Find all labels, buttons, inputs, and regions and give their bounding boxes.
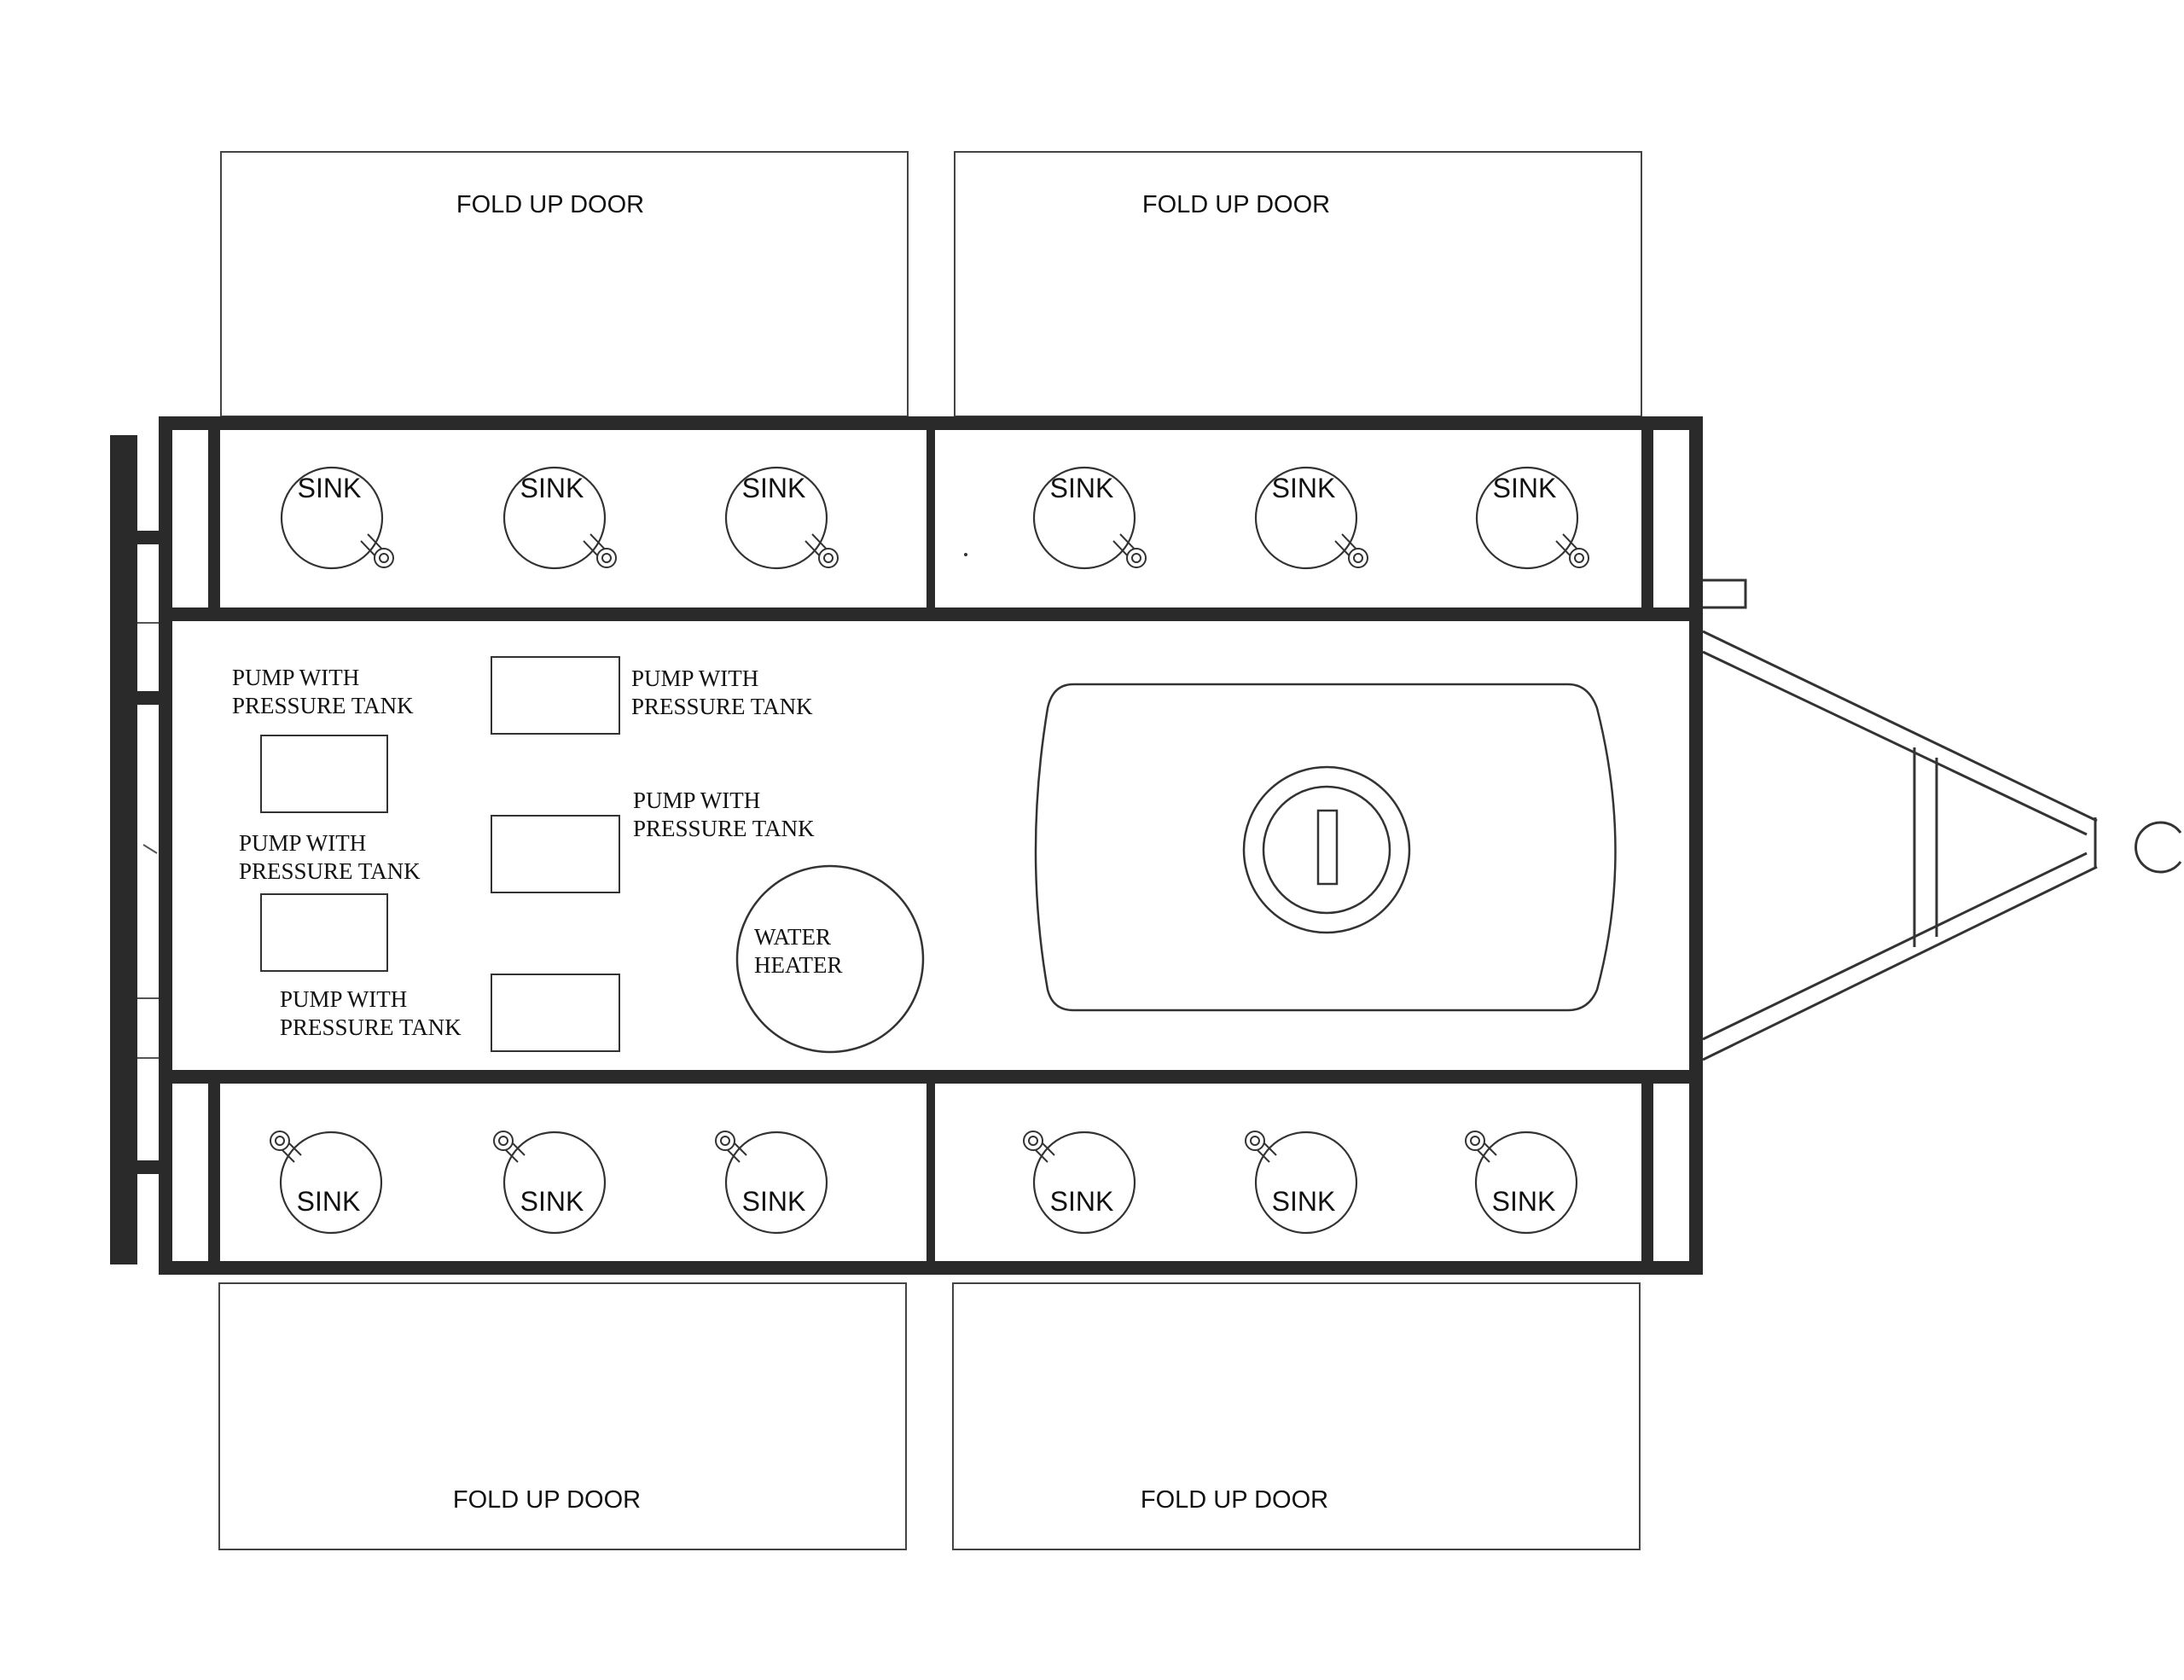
- sink[interactable]: SINK: [1465, 1131, 1578, 1235]
- faucet-knob-center: [1574, 553, 1584, 563]
- faucet-knob-center: [1028, 1136, 1038, 1146]
- tank-cap-slot: [1316, 809, 1339, 886]
- sink-label: SINK: [1272, 1186, 1336, 1217]
- door-label-top-left: FOLD UP DOOR: [456, 191, 644, 218]
- sink-label: SINK: [297, 1186, 361, 1217]
- sink[interactable]: SINK: [1032, 466, 1147, 570]
- pump-box-3[interactable]: [491, 656, 620, 735]
- sink-basin: [1032, 466, 1136, 570]
- speck: [964, 553, 967, 556]
- sink-basin: [279, 1131, 383, 1235]
- sink-row-top: SINK SINK SINK SINK SINK SINK: [280, 466, 1589, 570]
- sink[interactable]: SINK: [270, 1131, 383, 1235]
- sink[interactable]: SINK: [1245, 1131, 1358, 1235]
- trailer-tongue: [1696, 578, 2098, 1061]
- sink[interactable]: SINK: [1023, 1131, 1136, 1235]
- sink-basin: [1254, 466, 1358, 570]
- sink-basin: [502, 466, 607, 570]
- faucet-knob-center: [720, 1136, 730, 1146]
- rear-panel-lines: [137, 622, 164, 1059]
- pump-boxes: [260, 656, 620, 1052]
- faucet-knob-icon[interactable]: [715, 1131, 735, 1151]
- water-heater[interactable]: [735, 864, 925, 1054]
- faucet-knob-icon[interactable]: [1023, 1131, 1043, 1151]
- door-bottom-right[interactable]: [952, 1282, 1641, 1550]
- faucet-knob-icon[interactable]: [1126, 548, 1147, 568]
- sink[interactable]: SINK: [715, 1131, 828, 1235]
- sink-label: SINK: [1050, 473, 1114, 503]
- faucet-knob-icon[interactable]: [1465, 1131, 1485, 1151]
- sink-label: SINK: [1492, 1186, 1556, 1217]
- sink-basin: [1254, 1131, 1358, 1235]
- door-label-bottom-right: FOLD UP DOOR: [1141, 1486, 1328, 1514]
- door-label-top-right: FOLD UP DOOR: [1142, 191, 1330, 218]
- faucet-knob-center: [498, 1136, 508, 1146]
- faucet-knob-center: [823, 553, 834, 563]
- faucet-knob-icon[interactable]: [1569, 548, 1589, 568]
- sink[interactable]: SINK: [724, 466, 839, 570]
- pump-box-2[interactable]: [260, 893, 388, 972]
- sink-label: SINK: [298, 473, 362, 503]
- faucet-knob-center: [275, 1136, 285, 1146]
- sink[interactable]: SINK: [502, 466, 617, 570]
- sink-label: SINK: [742, 473, 806, 503]
- sink-label: SINK: [520, 1186, 584, 1217]
- sink-label: SINK: [1050, 1186, 1114, 1217]
- door-bottom-left[interactable]: [218, 1282, 907, 1550]
- fold-up-doors: [218, 151, 1642, 1550]
- pump-box-4[interactable]: [491, 815, 620, 893]
- faucet-knob-icon[interactable]: [818, 548, 839, 568]
- sink-basin: [280, 466, 384, 570]
- tank-fill-cap-inner: [1262, 785, 1391, 915]
- faucet-knob-center: [1470, 1136, 1480, 1146]
- sink-label: SINK: [742, 1186, 806, 1217]
- sink-basin: [1474, 1131, 1578, 1235]
- sink-label: SINK: [1493, 473, 1557, 503]
- faucet-knob-icon[interactable]: [1245, 1131, 1265, 1151]
- faucet-knob-icon[interactable]: [596, 548, 617, 568]
- sink[interactable]: SINK: [280, 466, 394, 570]
- sink-basin: [724, 1131, 828, 1235]
- sink-label: SINK: [520, 473, 584, 503]
- faucet-knob-icon[interactable]: [374, 548, 394, 568]
- sink-label: SINK: [1272, 473, 1336, 503]
- rear-bumper: [110, 435, 163, 1264]
- trailer-frame: [159, 416, 1703, 1275]
- faucet-knob-center: [1250, 1136, 1260, 1146]
- pump-box-1[interactable]: [260, 735, 388, 813]
- hitch-coupler[interactable]: [2135, 821, 2182, 874]
- pump-box-5[interactable]: [491, 974, 620, 1052]
- sink-basin: [1032, 1131, 1136, 1235]
- faucet-knob-icon[interactable]: [270, 1131, 290, 1151]
- faucet-knob-icon[interactable]: [493, 1131, 514, 1151]
- tank-fill-cap-outer[interactable]: [1242, 765, 1411, 934]
- faucet-knob-center: [1353, 553, 1363, 563]
- faucet-knob-center: [601, 553, 612, 563]
- faucet-knob-icon[interactable]: [1348, 548, 1368, 568]
- sink[interactable]: SINK: [493, 1131, 607, 1235]
- sink[interactable]: SINK: [1254, 466, 1368, 570]
- faucet-knob-center: [379, 553, 389, 563]
- sink[interactable]: SINK: [1475, 466, 1589, 570]
- faucet-knob-center: [1131, 553, 1141, 563]
- tongue-stub: [1696, 578, 1747, 609]
- sink-basin: [1475, 466, 1579, 570]
- sink-row-bottom: SINK SINK SINK SINK SINK SINK: [270, 1131, 1578, 1235]
- door-label-bottom-left: FOLD UP DOOR: [453, 1486, 641, 1514]
- sink-basin: [724, 466, 828, 570]
- sink-basin: [502, 1131, 607, 1235]
- water-tank[interactable]: [1034, 683, 1617, 1012]
